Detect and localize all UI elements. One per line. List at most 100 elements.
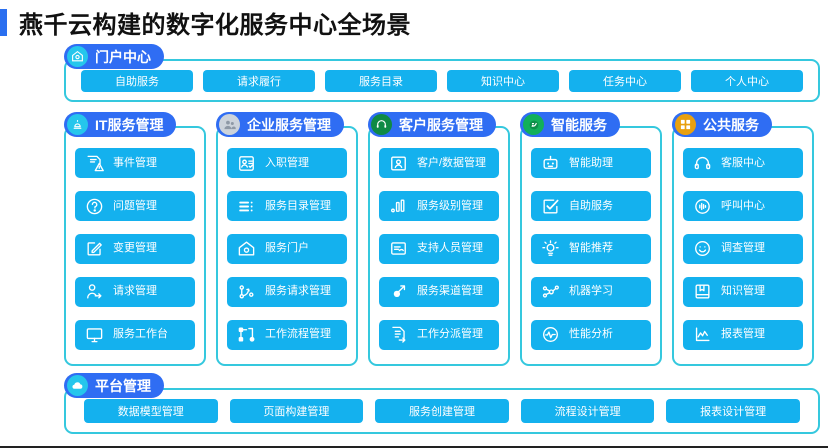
service-item-label: 智能推荐 xyxy=(569,242,613,255)
service-item[interactable]: 服务目录管理 xyxy=(227,191,347,222)
column-badge-5[interactable]: 公共服务 xyxy=(672,112,772,137)
service-item[interactable]: 变更管理 xyxy=(75,233,195,264)
platform-button[interactable]: 数据模型管理 xyxy=(84,399,218,423)
service-item-label: 服务级别管理 xyxy=(417,199,483,212)
column-badge-3[interactable]: 客户服务管理 xyxy=(368,112,496,137)
robot-icon xyxy=(540,153,561,174)
column-item-list: 客服中心呼叫中心调查管理知识管理报表管理 xyxy=(674,142,812,356)
service-item-label: 支持人员管理 xyxy=(417,242,483,255)
portal-button[interactable]: 任务中心 xyxy=(569,69,681,92)
column-badge-label: IT服务管理 xyxy=(95,116,164,133)
service-item-label: 服务目录管理 xyxy=(265,199,331,212)
service-item-label: 呼叫中心 xyxy=(721,199,765,212)
service-item[interactable]: 报表管理 xyxy=(683,319,803,350)
column-badge-label: 客户服务管理 xyxy=(399,116,483,133)
portal-button[interactable]: 个人中心 xyxy=(691,69,803,92)
service-item-label: 工作流程管理 xyxy=(265,328,331,341)
column-item-list: 事件管理问题管理变更管理请求管理服务工作台 xyxy=(66,142,204,356)
platform-button[interactable]: 服务创建管理 xyxy=(375,399,509,423)
channel-arrow-icon xyxy=(388,281,409,302)
platform-button[interactable]: 页面构建管理 xyxy=(229,399,364,423)
monitor-icon xyxy=(84,324,105,345)
service-item-label: 机器学习 xyxy=(569,285,613,298)
portal-button[interactable]: 请求履行 xyxy=(203,69,315,92)
workflow-icon xyxy=(236,324,257,345)
service-item-label: 智能助理 xyxy=(569,156,613,169)
check-square-icon xyxy=(540,196,561,217)
portal-button[interactable]: 知识中心 xyxy=(447,69,559,92)
column-badge-4[interactable]: 智能服务 xyxy=(520,112,620,137)
service-item[interactable]: 服务工作台 xyxy=(75,319,195,350)
column-item-list: 客户/数据管理服务级别管理支持人员管理服务渠道管理工作分派管理 xyxy=(370,142,508,356)
portal-center-label: 门户中心 xyxy=(95,48,151,65)
service-item-label: 服务门户 xyxy=(265,242,309,255)
service-item[interactable]: 智能助理 xyxy=(531,148,651,179)
service-item[interactable]: 自助服务 xyxy=(531,191,651,222)
portal-center-badge[interactable]: 门户中心 xyxy=(64,44,164,69)
grid-squares-icon xyxy=(675,114,696,135)
smiley-icon xyxy=(692,238,713,259)
title-accent-bar xyxy=(0,8,7,36)
column-panel-1: 事件管理问题管理变更管理请求管理服务工作台 xyxy=(64,126,206,366)
column-badge-2[interactable]: 企业服务管理 xyxy=(216,112,344,137)
service-item[interactable]: 机器学习 xyxy=(531,276,651,307)
smart-leaf-icon xyxy=(523,114,544,135)
column-panel-2: 入职管理服务目录管理服务门户服务请求管理工作流程管理 xyxy=(216,126,358,366)
service-item-label: 客服中心 xyxy=(721,156,765,169)
service-item[interactable]: 呼叫中心 xyxy=(683,191,803,222)
service-item[interactable]: 知识管理 xyxy=(683,276,803,307)
platform-button[interactable]: 报表设计管理 xyxy=(666,399,800,423)
assign-doc-icon xyxy=(388,324,409,345)
branch-node-icon xyxy=(236,281,257,302)
column-item-list: 入职管理服务目录管理服务门户服务请求管理工作流程管理 xyxy=(218,142,356,356)
service-item[interactable]: 入职管理 xyxy=(227,148,347,179)
service-item-label: 客户/数据管理 xyxy=(417,156,487,169)
platform-button[interactable]: 流程设计管理 xyxy=(520,399,655,423)
portal-button[interactable]: 服务目录 xyxy=(325,69,437,92)
bottom-divider xyxy=(0,446,828,448)
service-item[interactable]: 客服中心 xyxy=(683,148,803,179)
service-item-label: 自助服务 xyxy=(569,199,613,212)
lightbulb-icon xyxy=(540,238,561,259)
question-circle-icon xyxy=(84,196,105,217)
service-item-label: 入职管理 xyxy=(265,156,309,169)
contact-card-icon xyxy=(388,153,409,174)
edit-square-icon xyxy=(84,238,105,259)
service-item[interactable]: 工作流程管理 xyxy=(227,319,347,350)
home-icon xyxy=(67,46,88,67)
service-item[interactable]: 调查管理 xyxy=(683,233,803,264)
call-wave-icon xyxy=(692,196,713,217)
service-item[interactable]: 问题管理 xyxy=(75,191,195,222)
page-title: 燕千云构建的数字化服务中心全场景 xyxy=(0,6,411,39)
column-badge-1[interactable]: IT服务管理 xyxy=(64,112,177,137)
support-card-icon xyxy=(388,238,409,259)
pulse-circle-icon xyxy=(540,324,561,345)
service-item[interactable]: 智能推荐 xyxy=(531,233,651,264)
service-item-label: 服务请求管理 xyxy=(265,285,331,298)
service-item[interactable]: 服务级别管理 xyxy=(379,191,499,222)
service-item-label: 报表管理 xyxy=(721,328,765,341)
service-item-label: 性能分析 xyxy=(569,328,613,341)
platform-management-badge[interactable]: 平台管理 xyxy=(64,373,164,398)
platform-panel: 数据模型管理页面构建管理服务创建管理流程设计管理报表设计管理 xyxy=(64,388,820,434)
service-item[interactable]: 服务门户 xyxy=(227,233,347,264)
column-badge-label: 企业服务管理 xyxy=(247,116,331,133)
service-item-label: 问题管理 xyxy=(113,199,157,212)
column-panel-4: 智能助理自助服务智能推荐机器学习性能分析 xyxy=(520,126,662,366)
service-item[interactable]: 支持人员管理 xyxy=(379,233,499,264)
person-arrow-icon xyxy=(84,281,105,302)
service-item-label: 工作分派管理 xyxy=(417,328,483,341)
portal-button[interactable]: 自助服务 xyxy=(81,69,193,92)
service-item-label: 调查管理 xyxy=(721,242,765,255)
service-item[interactable]: 事件管理 xyxy=(75,148,195,179)
alarm-light-icon xyxy=(67,114,88,135)
service-item-label: 知识管理 xyxy=(721,285,765,298)
page-title-text: 燕千云构建的数字化服务中心全场景 xyxy=(19,11,411,39)
service-item[interactable]: 服务渠道管理 xyxy=(379,276,499,307)
service-item[interactable]: 请求管理 xyxy=(75,276,195,307)
service-item[interactable]: 客户/数据管理 xyxy=(379,148,499,179)
service-item[interactable]: 性能分析 xyxy=(531,319,651,350)
service-item[interactable]: 工作分派管理 xyxy=(379,319,499,350)
service-item[interactable]: 服务请求管理 xyxy=(227,276,347,307)
service-item-label: 事件管理 xyxy=(113,156,157,169)
